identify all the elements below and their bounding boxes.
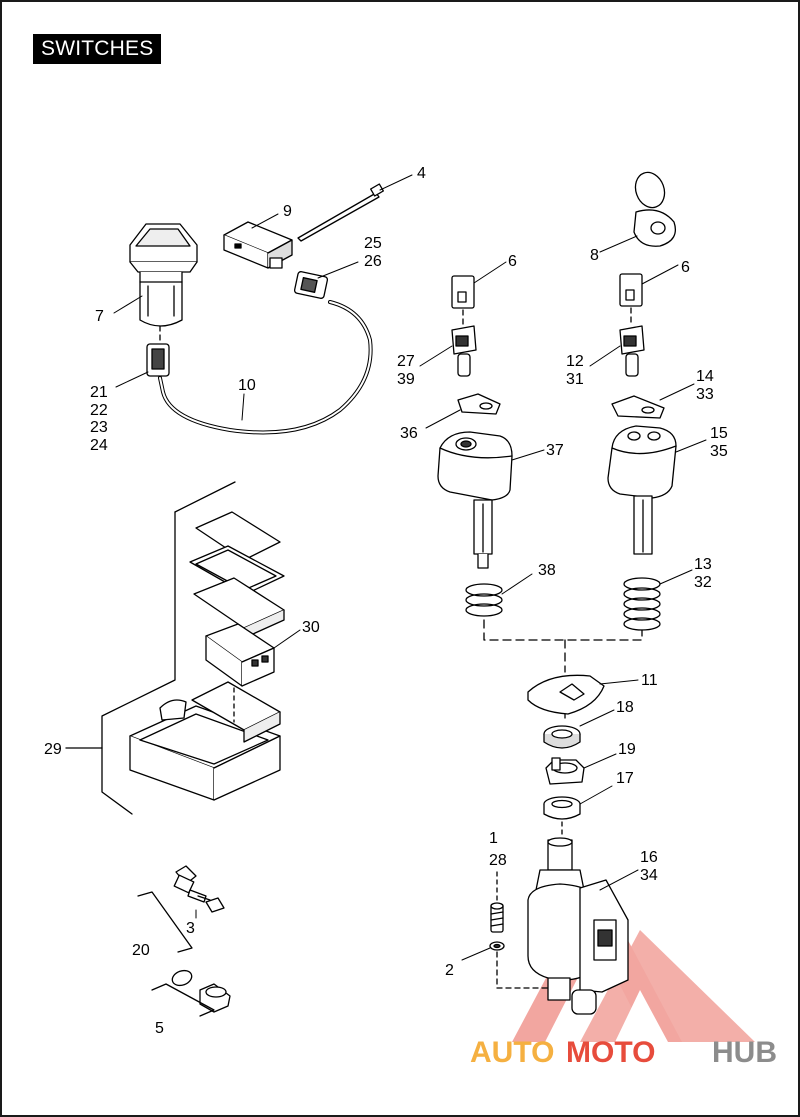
callout-label: 7 xyxy=(95,308,104,325)
part-5-switch xyxy=(171,969,231,1013)
callout-label: 2 xyxy=(445,962,454,979)
watermark-part-auto: AUTO xyxy=(470,1036,554,1069)
callout-label: 31 xyxy=(566,371,584,388)
part-9-connector xyxy=(223,221,293,269)
callout-label: 34 xyxy=(640,867,658,884)
watermark-part-moto: MOTO xyxy=(566,1036,655,1069)
callout-label: 30 xyxy=(302,619,320,636)
part-18-ring xyxy=(543,725,581,749)
part-7-switch-housing xyxy=(129,223,198,341)
part-12-key-right xyxy=(619,325,645,377)
part-6-key-left xyxy=(451,275,475,309)
part-17-ring xyxy=(543,796,581,820)
callout-label: 19 xyxy=(618,741,636,758)
part-13-spring xyxy=(623,577,661,631)
part-4-cable-tie xyxy=(297,183,384,242)
callout-label: 6 xyxy=(508,253,517,270)
part-8-key-fob xyxy=(633,171,677,247)
callout-label: 33 xyxy=(696,386,714,403)
part-38-spring xyxy=(465,583,503,617)
callout-label: 5 xyxy=(155,1020,164,1037)
callout-label: 6 xyxy=(681,259,690,276)
callout-label: 22 xyxy=(90,402,108,419)
callout-label: 10 xyxy=(238,377,256,394)
part-36-plate xyxy=(457,393,501,415)
watermark-part-hub: HUB xyxy=(712,1036,777,1069)
part-30-pad xyxy=(189,511,285,639)
part-37-switch-cap xyxy=(437,431,513,569)
callout-label: 1 xyxy=(489,830,498,847)
callout-label: 28 xyxy=(489,852,507,869)
part-15-switch-cap xyxy=(607,425,677,555)
part-14-plate xyxy=(611,395,665,419)
part-19-cam xyxy=(545,757,585,785)
callout-label: 18 xyxy=(616,699,634,716)
callout-label: 4 xyxy=(417,165,426,182)
part-30-module xyxy=(205,623,275,687)
callout-label: 14 xyxy=(696,368,714,385)
part-2-washer xyxy=(489,941,505,951)
page-title: SWITCHES xyxy=(33,34,162,64)
callout-label: 29 xyxy=(44,741,62,758)
callout-label: 15 xyxy=(710,425,728,442)
callout-label: 23 xyxy=(90,419,108,436)
part-3-terminal xyxy=(205,897,225,913)
callout-label: 9 xyxy=(283,203,292,220)
callout-label: 21 xyxy=(90,384,108,401)
callout-label: 36 xyxy=(400,425,418,442)
callout-label: 3 xyxy=(186,920,195,937)
callout-label: 38 xyxy=(538,562,556,579)
callout-label: 37 xyxy=(546,442,564,459)
watermark-text: AUTO MOTO HUB xyxy=(470,1036,777,1069)
callout-label: 26 xyxy=(364,253,382,270)
callout-label: 32 xyxy=(694,574,712,591)
callout-labels: 1 2 3 4 5 6 6 7 8 9 10 11 12 13 14 15 16… xyxy=(44,165,728,1037)
callout-label: 8 xyxy=(590,247,599,264)
callout-label: 35 xyxy=(710,443,728,460)
part-16-switch-body xyxy=(527,837,629,1015)
callout-label: 12 xyxy=(566,353,584,370)
callout-label: 27 xyxy=(397,353,415,370)
callout-label: 17 xyxy=(616,770,634,787)
part-1-screw xyxy=(490,871,504,933)
leader-lines xyxy=(113,174,707,961)
callout-label: 16 xyxy=(640,849,658,866)
callout-label: 13 xyxy=(694,556,712,573)
part-20-sensor xyxy=(173,865,211,903)
callout-label: 24 xyxy=(90,437,108,454)
callout-label: 25 xyxy=(364,235,382,252)
part-27-key-left xyxy=(451,325,477,377)
callout-label: 39 xyxy=(397,371,415,388)
part-29-bracket-frame xyxy=(65,481,236,815)
part-10-harness xyxy=(146,271,373,435)
part-11-plate xyxy=(527,674,605,715)
callout-label: 20 xyxy=(132,942,150,959)
part-6-key-right xyxy=(619,273,643,307)
part-29-case xyxy=(129,681,281,801)
callout-label: 11 xyxy=(641,672,658,689)
